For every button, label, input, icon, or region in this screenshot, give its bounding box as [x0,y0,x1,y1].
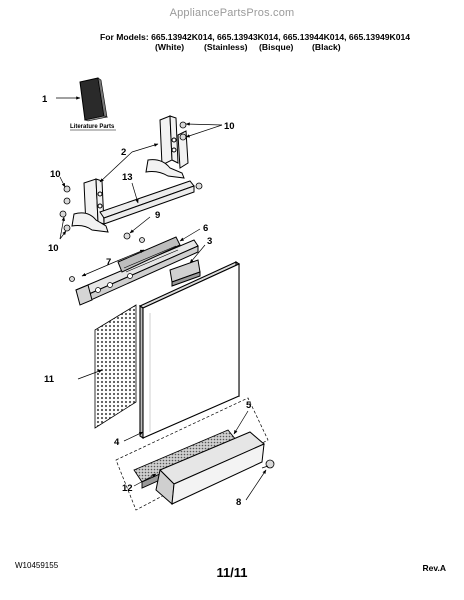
toe-panel-group-box [115,397,269,511]
hinge-bracket-left [71,178,109,233]
screw-set [59,121,187,282]
callout-9: 9 [155,210,160,221]
finish-bisque: (Bisque) [259,42,294,52]
callout-labels: 1 2 10 10 13 9 10 6 3 7 11 4 5 12 8 [42,94,252,508]
door-handle [169,259,201,287]
callout-8: 8 [236,497,241,508]
finish-stainless: (Stainless) [204,42,248,52]
rail-screw-right [195,182,203,190]
callout-10-bottom: 10 [48,243,59,254]
hinge-bracket-right [145,115,189,179]
page-number: 11/11 [216,565,248,580]
toe-panel [155,431,265,506]
toe-screw-shank [261,465,269,469]
document-number: W10459155 [15,561,59,570]
rail-screw-left [123,232,131,240]
finishes-row: (White) (Stainless) (Bisque) (Black) [100,42,400,52]
outer-door-panel [138,260,241,440]
top-rail [99,180,195,225]
finish-white: (White) [155,42,185,52]
callout-10-left: 10 [50,169,61,180]
callout-10-top: 10 [224,121,235,132]
toe-panel-screw [265,459,275,469]
revision-label: Rev.A [422,563,446,573]
control-console [75,236,199,306]
callout-2: 2 [121,147,126,158]
callout-13: 13 [122,172,133,183]
callout-12: 12 [122,483,133,494]
callout-1: 1 [42,94,48,105]
leader-lines [56,96,267,501]
callout-3: 3 [207,236,212,247]
literature-booklet [79,77,109,122]
finish-black: (Black) [312,42,341,52]
callout-5: 5 [246,400,252,411]
callout-7: 7 [106,257,111,268]
insulation-pad [94,304,137,429]
models-line: For Models: 665.13942K014, 665.13943K014… [100,32,411,42]
callout-11: 11 [44,374,55,385]
literature-parts-label: Literature Parts [70,124,115,130]
watermark-text: AppliancePartsPros.com [169,7,295,19]
callout-6: 6 [203,223,208,234]
callout-4: 4 [114,437,120,448]
